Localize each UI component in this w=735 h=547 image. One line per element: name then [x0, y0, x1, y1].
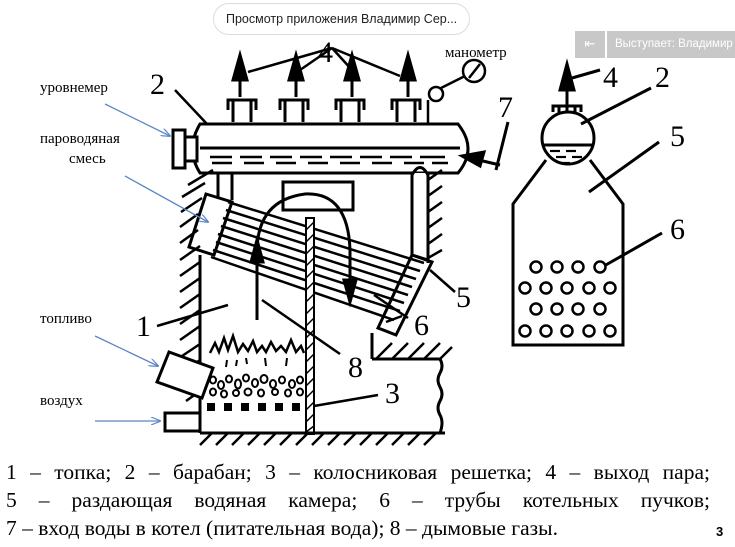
legend-line-1: 1 – топка; 2 – барабан; 3 – колосниковая… [6, 460, 710, 484]
app-view-pill[interactable]: Просмотр приложения Владимир Сер... [213, 3, 471, 35]
collapse-panel-button[interactable]: ⇤ [575, 31, 605, 58]
label-4-leaders [247, 46, 401, 78]
level-gauge [171, 128, 199, 170]
fuel-label: топливо [40, 311, 92, 327]
arrow-left-bar-icon: ⇤ [584, 37, 596, 52]
legend-line-2: 5 – раздающая водяная камера; 6 – трубы … [6, 488, 710, 512]
fuel-hopper [155, 350, 215, 400]
flames [208, 332, 306, 356]
steam-outlet-4 [390, 49, 422, 122]
presenter-label: Выступает: Владимир [607, 31, 735, 58]
presenter-banner: ⇤ Выступает: Владимир [575, 31, 735, 58]
sparks [225, 357, 288, 368]
air-duct [163, 411, 202, 433]
level-gauge-label: уровнемер [40, 80, 108, 96]
number-1: 1 [136, 310, 151, 343]
number-5: 5 [456, 281, 471, 314]
wall-hatching [179, 168, 453, 446]
cross-section-casing [511, 159, 625, 347]
steam-outlet-arrows [226, 49, 422, 122]
feedwater-inlet-arrow [457, 121, 510, 171]
legend: 1 – топка; 2 – барабан; 3 – колосниковая… [6, 458, 710, 542]
annotation-arrows [94, 103, 208, 421]
air-label: воздух [40, 393, 83, 409]
number-3: 3 [385, 377, 400, 410]
drum [191, 122, 470, 175]
number-7: 7 [498, 91, 513, 124]
steam-outlet-1 [226, 49, 258, 122]
fuel-arrow [94, 335, 158, 366]
cross-section-tubes [518, 260, 617, 338]
drum-water-dashes [210, 155, 448, 165]
right-number-5: 5 [670, 120, 685, 153]
steam-water-label-1: пароводяная [40, 131, 120, 147]
steam-water-arrow [124, 175, 208, 222]
steam-water-label-2: смесь [69, 151, 106, 167]
steam-outlet-2 [278, 49, 310, 122]
number-2: 2 [150, 68, 165, 101]
number-leaders [156, 269, 456, 408]
manometer [426, 58, 487, 124]
flue-gas-flow-arrow [249, 192, 358, 320]
cross-section-view [511, 58, 663, 347]
right-number-2: 2 [655, 61, 670, 94]
slide-number: 3 [716, 524, 724, 539]
partition-wall [305, 217, 315, 435]
level-gauge-arrow [104, 103, 170, 136]
right-number-6: 6 [670, 213, 685, 246]
number-6: 6 [414, 309, 429, 342]
steam-outlet-3 [334, 49, 366, 122]
manometer-label: манометр [445, 45, 507, 61]
grate [207, 403, 300, 411]
left-header [187, 192, 234, 257]
fuel-bed [209, 373, 304, 399]
number-8: 8 [348, 351, 363, 384]
label-2-leader [174, 89, 208, 125]
legend-line-3: 7 – вход воды в котел (питательная вода)… [6, 516, 558, 540]
